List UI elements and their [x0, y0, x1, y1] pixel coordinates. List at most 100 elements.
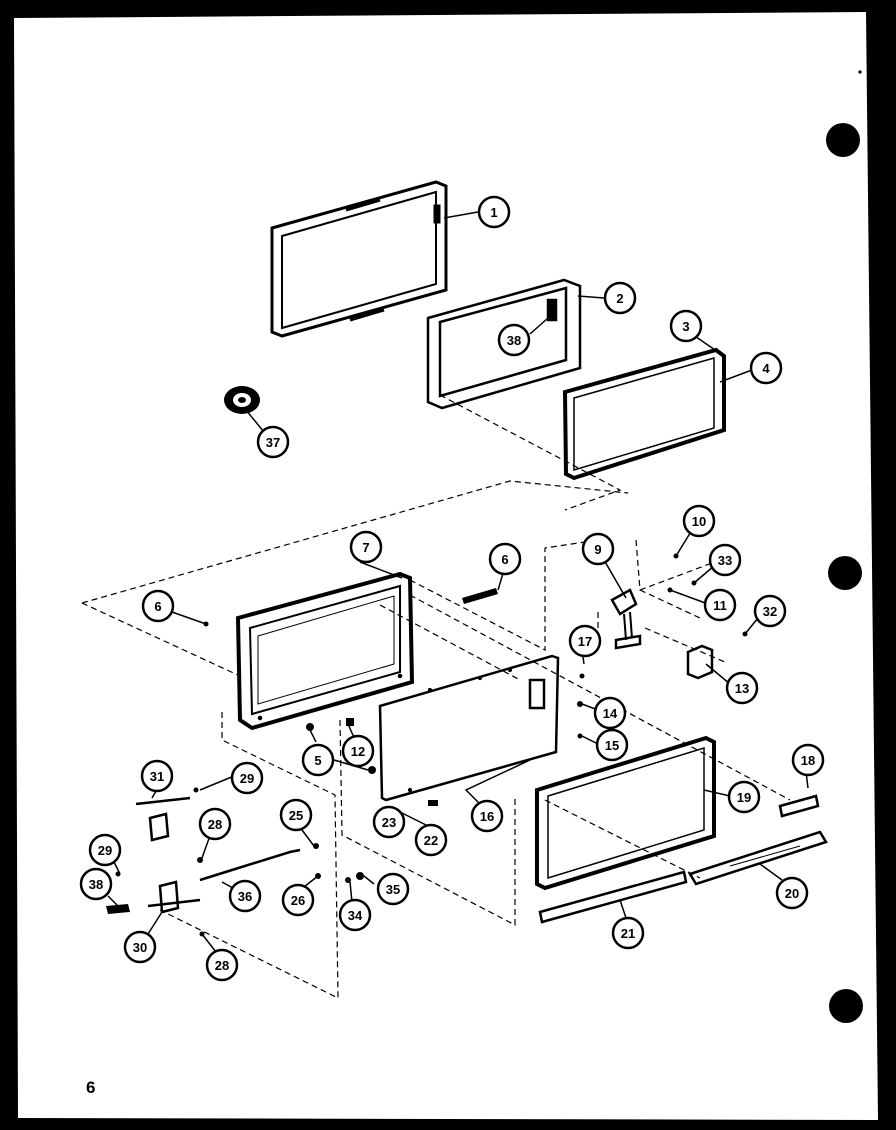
part-21-trim [538, 870, 688, 924]
callout-label: 11 [713, 598, 727, 613]
part-36-rod [199, 848, 301, 882]
part-37-grommet [224, 386, 260, 414]
callout-label: 35 [386, 882, 400, 897]
callout-label: 19 [737, 790, 751, 805]
part-30-hinge-plate [147, 880, 201, 914]
part-38-clip [106, 904, 130, 914]
callout-6: 6 [141, 589, 175, 623]
callout-31: 31 [140, 759, 174, 793]
callout-label: 13 [735, 681, 749, 696]
callout-label: 37 [266, 435, 280, 450]
callout-36: 36 [228, 879, 262, 913]
callout-label: 36 [238, 889, 252, 904]
callout-label: 2 [616, 291, 623, 306]
callout-label: 22 [424, 833, 438, 848]
part-9-latch [610, 588, 642, 650]
callout-22: 22 [414, 823, 448, 857]
callout-38: 38 [79, 867, 113, 901]
binder-hole [829, 989, 863, 1023]
callout-5: 5 [301, 743, 335, 777]
callout-4: 4 [749, 351, 783, 385]
callout-13: 13 [725, 671, 759, 705]
callout-29: 29 [230, 761, 264, 795]
callout-label: 15 [605, 738, 619, 753]
callout-7: 7 [349, 530, 383, 564]
part-8-strip [462, 588, 498, 604]
assembly-guide-lines [81, 394, 791, 999]
callout-label: 18 [801, 753, 815, 768]
callout-label: 28 [208, 817, 222, 832]
callout-label: 9 [594, 542, 601, 557]
part-18-bracket [778, 794, 820, 818]
callout-20: 20 [775, 876, 809, 910]
callout-37: 37 [256, 425, 290, 459]
callout-9: 9 [581, 532, 615, 566]
part-19-door-frame [535, 735, 716, 891]
part-2-case [426, 278, 582, 410]
callout-label: 17 [578, 634, 592, 649]
callout-18: 18 [791, 743, 825, 777]
callout-34: 34 [338, 898, 372, 932]
callout-label: 21 [621, 926, 635, 941]
callout-label: 20 [785, 886, 799, 901]
callout-15: 15 [595, 728, 629, 762]
page-number: 6 [86, 1078, 96, 1097]
callout-21: 21 [611, 916, 645, 950]
callout-35: 35 [376, 872, 410, 906]
callouts: 1 2 3 4 5 6 6 7 9 10 11 12 13 14 15 16 1… [79, 195, 825, 982]
callout-label: 7 [362, 540, 369, 555]
callout-12: 12 [341, 734, 375, 768]
part-13-block [686, 644, 714, 680]
callout-label: 31 [150, 769, 164, 784]
callout-label: 38 [507, 333, 521, 348]
callout-29: 29 [88, 833, 122, 867]
callout-33: 33 [708, 543, 742, 577]
callout-label: 4 [762, 361, 770, 376]
callout-25: 25 [279, 798, 313, 832]
callout-19: 19 [727, 780, 761, 814]
callout-label: 10 [692, 514, 706, 529]
callout-6: 6 [488, 542, 522, 576]
callout-label: 28 [215, 958, 229, 973]
callout-10: 10 [682, 504, 716, 538]
part-7-frame [235, 571, 415, 731]
callout-label: 6 [154, 599, 161, 614]
callout-label: 26 [291, 893, 305, 908]
callout-label: 14 [603, 706, 618, 721]
callout-2: 2 [603, 281, 637, 315]
callout-30: 30 [123, 930, 157, 964]
callout-label: 16 [480, 809, 494, 824]
part-1-rear-frame [270, 180, 448, 338]
binder-hole [828, 556, 862, 590]
callout-label: 1 [490, 205, 497, 220]
callout-label: 30 [133, 940, 147, 955]
callout-11: 11 [703, 588, 737, 622]
callout-14: 14 [593, 696, 627, 730]
callout-label: 3 [682, 319, 689, 334]
callout-label: 29 [240, 771, 254, 786]
callout-label: 5 [314, 753, 321, 768]
callout-16: 16 [470, 799, 504, 833]
part-20-plate [688, 830, 828, 886]
callout-38: 38 [497, 323, 531, 357]
callout-26: 26 [281, 883, 315, 917]
callout-label: 6 [501, 552, 508, 567]
callout-28: 28 [198, 807, 232, 841]
part-16-panel [378, 654, 560, 802]
callout-32: 32 [753, 594, 787, 628]
callout-17: 17 [568, 624, 602, 658]
callout-label: 25 [289, 808, 303, 823]
callout-3: 3 [669, 309, 703, 343]
binder-hole [826, 123, 860, 157]
callout-label: 29 [98, 843, 112, 858]
part-31-hinge [135, 796, 191, 842]
callout-label: 12 [351, 744, 365, 759]
callout-1: 1 [477, 195, 511, 229]
callout-28: 28 [205, 948, 239, 982]
callout-label: 32 [763, 604, 777, 619]
callout-label: 33 [718, 553, 732, 568]
callout-label: 23 [382, 815, 396, 830]
callout-23: 23 [372, 805, 406, 839]
callout-label: 38 [89, 877, 103, 892]
